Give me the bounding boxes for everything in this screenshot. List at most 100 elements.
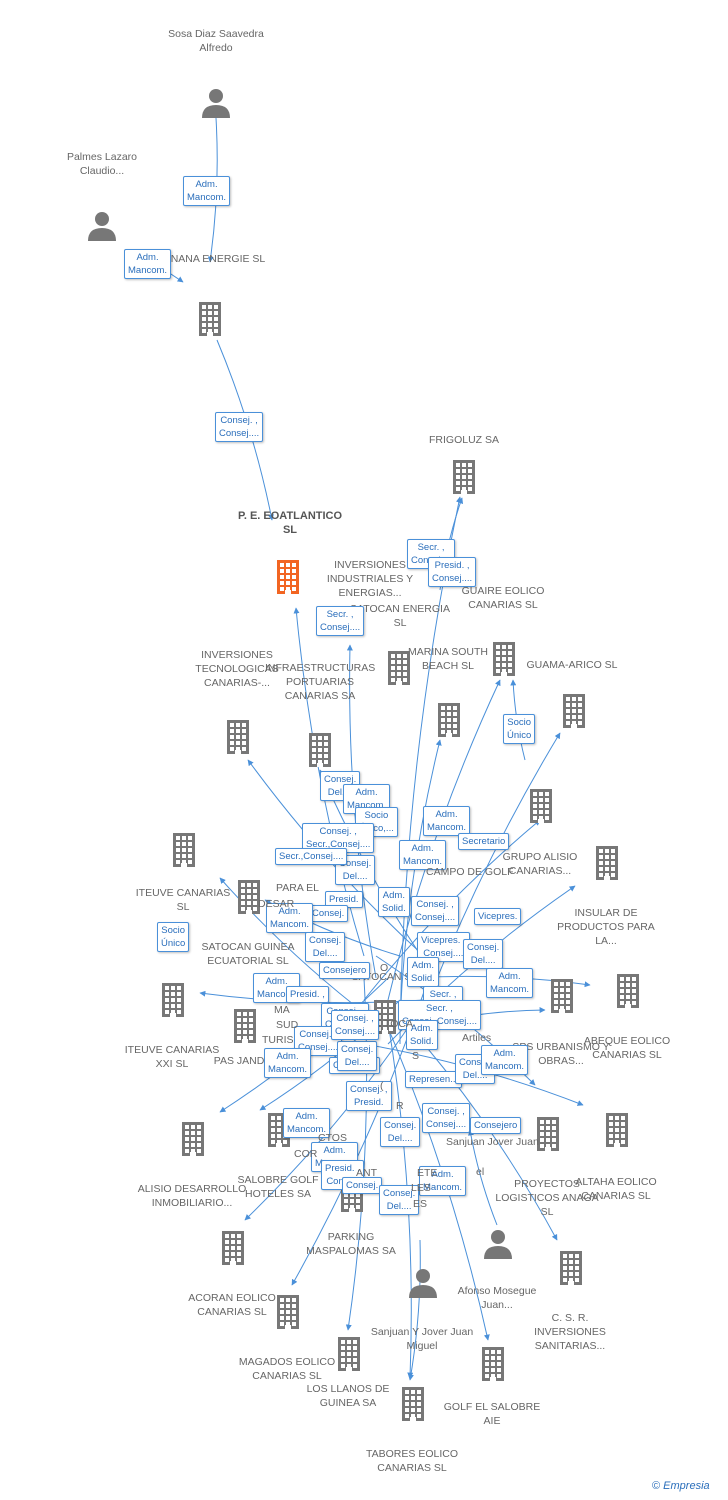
role-box[interactable]: Adm.Mancom. xyxy=(183,176,231,206)
person-icon[interactable] xyxy=(202,88,230,123)
role-box[interactable]: Consej. ,Presid. xyxy=(346,1081,392,1111)
node-label[interactable]: MARINA SOUTH BEACH SL xyxy=(408,646,488,672)
building-icon[interactable] xyxy=(491,642,517,681)
node-label[interactable]: ACORAN EOLICO CANARIAS SL xyxy=(188,1292,276,1318)
building-icon[interactable] xyxy=(386,651,412,690)
building-icon[interactable] xyxy=(436,703,462,742)
role-box[interactable]: Adm.Mancom. xyxy=(124,249,172,279)
role-box[interactable]: Adm.Mancom. xyxy=(486,968,534,998)
node-label[interactable]: Palmes Lazaro Claudio... xyxy=(66,151,138,177)
role-box[interactable]: Consejero xyxy=(319,962,371,979)
role-box[interactable]: Secr. ,Consej.... xyxy=(316,606,365,636)
node-label[interactable]: Sosa Diaz Saavedra Alfredo xyxy=(168,28,264,54)
role-box[interactable]: Adm.Mancom. xyxy=(283,1108,331,1138)
role-box[interactable]: Secr.,Consej.... xyxy=(275,848,348,865)
node-label[interactable]: SATOCAN ENERGIA SL xyxy=(350,603,450,629)
building-icon[interactable] xyxy=(225,720,251,759)
person-icon[interactable] xyxy=(409,1268,437,1303)
role-box[interactable]: Represen... xyxy=(405,1071,463,1088)
node-label[interactable]: Afonso Mosegue Juan... xyxy=(457,1285,537,1311)
role-box[interactable]: Presid. ,Consej.... xyxy=(428,557,477,587)
node-label[interactable]: INVERSIONES INDUSTRIALES Y ENERGIAS... xyxy=(326,559,414,599)
building-icon[interactable] xyxy=(275,560,301,599)
node-label[interactable]: INSULAR DE PRODUCTOS PARA LA... xyxy=(557,907,655,947)
center-node-label[interactable]: P. E. EOATLANTICO SL xyxy=(237,510,343,536)
role-box[interactable]: Consej. xyxy=(342,1177,383,1194)
building-icon[interactable] xyxy=(400,1387,426,1426)
footer-brand[interactable]: © Empresia xyxy=(652,1480,710,1492)
role-box[interactable]: Consej.Del.... xyxy=(305,932,346,962)
node-label[interactable]: GUAMA-ARICO SL xyxy=(526,659,618,671)
node-label[interactable]: Sanjuan Y Jover Juan Miguel xyxy=(370,1326,474,1352)
building-icon[interactable] xyxy=(615,974,641,1013)
role-box[interactable]: Adm.Solid. xyxy=(378,887,410,917)
node-label[interactable]: PROYECTOS LOGISTICOS ANAGA SL xyxy=(495,1178,599,1218)
role-box[interactable]: Consej. ,Consej.... xyxy=(411,896,460,926)
role-box[interactable]: Adm.Mancom. xyxy=(264,1048,312,1078)
node-label[interactable]: LOS LLANOS DE GUINEA SA xyxy=(306,1383,390,1409)
person-icon[interactable] xyxy=(88,211,116,246)
building-icon[interactable] xyxy=(549,979,575,1018)
building-icon[interactable] xyxy=(604,1113,630,1152)
person-icon[interactable] xyxy=(484,1229,512,1264)
role-box[interactable]: Consej.Del.... xyxy=(379,1185,420,1215)
building-icon[interactable] xyxy=(535,1117,561,1156)
building-icon[interactable] xyxy=(180,1122,206,1161)
building-icon[interactable] xyxy=(561,694,587,733)
role-box[interactable]: Adm.Mancom. xyxy=(266,903,314,933)
node-label[interactable]: INFRAESTRUCTURAS PORTUARIAS CANARIAS SA xyxy=(265,662,376,702)
building-icon[interactable] xyxy=(307,733,333,772)
building-icon[interactable] xyxy=(197,302,223,341)
role-box[interactable]: Consej.Del.... xyxy=(335,855,376,885)
role-box[interactable]: Consej. ,Consej.... xyxy=(422,1103,471,1133)
building-icon[interactable] xyxy=(232,1009,258,1048)
building-icon[interactable] xyxy=(275,1295,301,1334)
node-label[interactable]: GUAIRE EOLICO CANARIAS SL xyxy=(461,585,545,611)
role-box[interactable]: Secretario xyxy=(458,833,510,850)
role-box[interactable]: Consej.Del.... xyxy=(337,1041,378,1071)
role-box[interactable]: Adm.Mancom. xyxy=(423,806,471,836)
node-label[interactable]: ALTAHA EOLICO CANARIAS SL xyxy=(575,1176,657,1202)
node-label[interactable]: ALISIO DESARROLLO INMOBILIARIO... xyxy=(137,1183,247,1209)
role-box[interactable]: Adm.Mancom. xyxy=(399,840,447,870)
node-label[interactable]: MAGADOS EOLICO CANARIAS SL xyxy=(238,1356,336,1382)
node-label[interactable]: ITEUVE CANARIAS SL xyxy=(135,887,231,913)
node-label[interactable]: PARKING MASPALOMAS SA xyxy=(306,1231,396,1257)
role-box[interactable]: Consej.Del.... xyxy=(380,1117,421,1147)
role-box[interactable]: Consejero xyxy=(470,1117,522,1134)
role-box[interactable]: Adm.Mancom. xyxy=(481,1045,529,1075)
node-label[interactable]: INVERSIONES TECNOLOGICAS CANARIAS-... xyxy=(195,649,279,689)
node-label[interactable]: SPS URBANISMO Y OBRAS... xyxy=(512,1041,610,1067)
building-icon[interactable] xyxy=(236,880,262,919)
role-box[interactable]: Consej. ,Consej.... xyxy=(331,1010,380,1040)
node-label[interactable]: C. S. R. INVERSIONES SANITARIAS... xyxy=(534,1312,606,1352)
building-icon[interactable] xyxy=(160,983,186,1022)
building-icon[interactable] xyxy=(528,789,554,828)
node-label[interactable]: BANANA ENERGIE SL xyxy=(156,253,266,265)
role-box[interactable]: Consej.Del.... xyxy=(463,939,504,969)
node-label[interactable]: PAS JANDIA xyxy=(213,1055,275,1067)
node-label[interactable]: FRIGOLUZ SA xyxy=(428,434,499,446)
role-box[interactable]: Vicepres. xyxy=(474,908,522,925)
building-icon[interactable] xyxy=(558,1251,584,1290)
role-box[interactable]: Presid. , xyxy=(286,986,329,1003)
node-label[interactable]: ABEQUE EOLICO CANARIAS SL xyxy=(583,1035,671,1061)
role-box[interactable]: Adm.Solid. xyxy=(407,957,439,987)
node-label[interactable]: SATOCAN GUINEA ECUATORIAL SL xyxy=(201,941,295,967)
building-icon[interactable] xyxy=(336,1337,362,1376)
role-box[interactable]: Consej. ,Consej.... xyxy=(215,412,264,442)
node-label[interactable]: TABORES EOLICO CANARIAS SL xyxy=(366,1448,458,1474)
role-box[interactable]: Consej. xyxy=(308,905,349,922)
role-box[interactable]: Adm.Mancom. xyxy=(419,1166,467,1196)
building-icon[interactable] xyxy=(171,833,197,872)
building-icon[interactable] xyxy=(480,1347,506,1386)
node-label[interactable]: GRUPO ALISIO CANARIAS... xyxy=(502,851,578,877)
building-icon[interactable] xyxy=(594,846,620,885)
node-label[interactable]: SALOBRE GOLF HOTELES SA xyxy=(237,1174,319,1200)
node-label[interactable]: ITEUVE CANARIAS XXI SL xyxy=(124,1044,220,1070)
building-icon[interactable] xyxy=(451,460,477,499)
role-box[interactable]: Adm.Solid. xyxy=(406,1020,438,1050)
node-label[interactable]: GOLF EL SALOBRE AIE xyxy=(443,1401,541,1427)
